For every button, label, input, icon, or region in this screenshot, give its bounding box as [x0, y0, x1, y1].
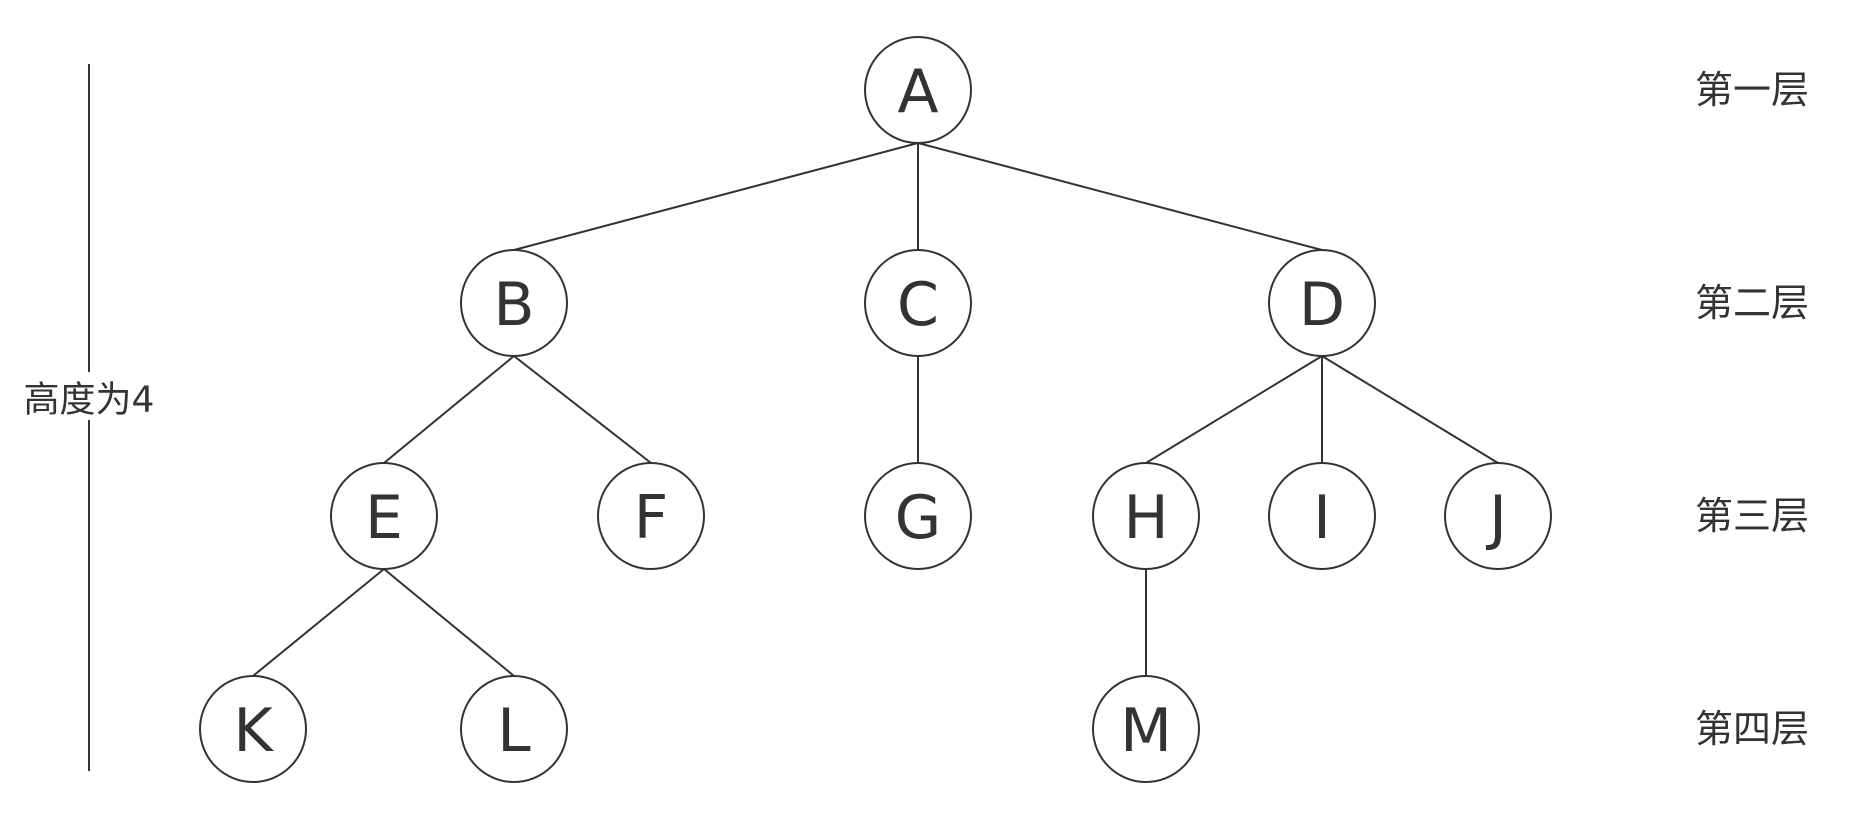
node-label: A: [897, 57, 938, 127]
node-l: L: [460, 675, 568, 783]
node-circle: [1268, 462, 1376, 570]
edge-b-f: [513, 355, 652, 464]
edge-d-h: [1145, 355, 1323, 464]
node-label: F: [634, 483, 669, 553]
edge-e-k: [252, 568, 385, 677]
node-label: H: [1123, 483, 1168, 553]
edge-e-l: [383, 568, 515, 677]
node-circle: [1268, 249, 1376, 357]
node-circle: [864, 36, 972, 144]
node-b: B: [460, 249, 568, 357]
node-c: C: [864, 249, 972, 357]
node-circle: [460, 675, 568, 783]
node-label: E: [365, 483, 403, 553]
node-circle: [1092, 675, 1200, 783]
level-label-1: 第一层: [1695, 68, 1809, 112]
node-label: D: [1299, 270, 1345, 340]
edge-b-e: [383, 355, 515, 464]
edge-d-j: [1321, 355, 1499, 464]
edge-a-b: [513, 142, 919, 251]
nodes-layer: A B C D E F G H I J K L M: [199, 36, 1552, 783]
node-m: M: [1092, 675, 1200, 783]
node-circle: [199, 675, 307, 783]
node-label: I: [1313, 483, 1331, 553]
level-label-2: 第二层: [1695, 281, 1809, 325]
node-label: K: [233, 696, 274, 766]
node-circle: [330, 462, 438, 570]
node-circle: [1092, 462, 1200, 570]
node-circle: [597, 462, 705, 570]
height-indicator: 高度为4: [24, 64, 155, 771]
node-label: B: [493, 270, 534, 340]
node-label: M: [1120, 696, 1172, 766]
node-circle: [460, 249, 568, 357]
node-circle: [1444, 462, 1552, 570]
node-a: A: [864, 36, 972, 144]
node-g: G: [864, 462, 972, 570]
edge-a-d: [917, 142, 1323, 251]
node-e: E: [330, 462, 438, 570]
node-label: G: [895, 483, 942, 553]
node-d: D: [1268, 249, 1376, 357]
node-i: I: [1268, 462, 1376, 570]
node-circle: [864, 249, 972, 357]
node-circle: [864, 462, 972, 570]
edges-layer: [252, 142, 1499, 677]
node-label: L: [497, 696, 531, 766]
level-label-3: 第三层: [1695, 494, 1809, 538]
node-j: J: [1444, 462, 1552, 570]
node-h: H: [1092, 462, 1200, 570]
node-k: K: [199, 675, 307, 783]
node-label: J: [1485, 483, 1507, 553]
node-f: F: [597, 462, 705, 570]
node-label: C: [897, 270, 939, 340]
height-label: 高度为4: [24, 380, 155, 421]
level-label-4: 第四层: [1695, 707, 1809, 751]
